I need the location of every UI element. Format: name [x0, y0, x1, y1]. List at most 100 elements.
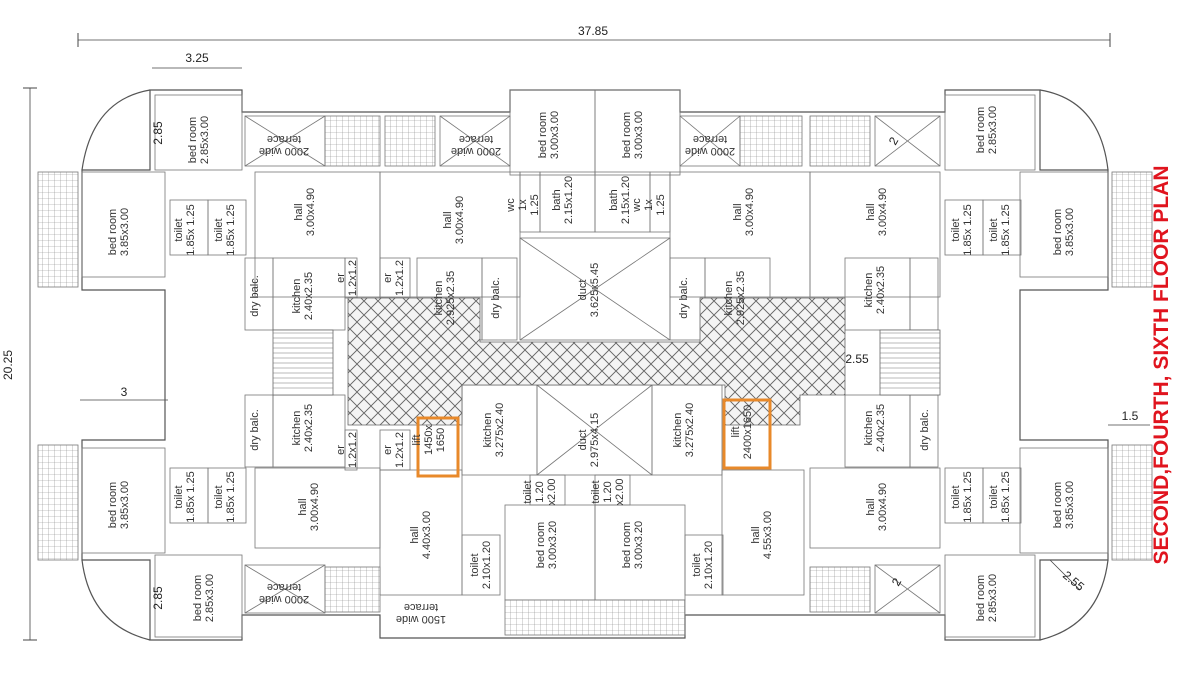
room-label-line: hall — [865, 498, 877, 515]
room-label-lift-l: lift1450x1650 — [411, 425, 447, 455]
room-label-line: 2.10x1.20 — [481, 541, 493, 589]
room-label-dry-balc-rb: dry balc. — [919, 409, 931, 451]
room-label-line: dry balc. — [919, 409, 931, 451]
room-label-line: x2.00 — [546, 479, 558, 506]
dim-overall-depth: 20.25 — [1, 350, 15, 380]
dim-top-left-width: 3.25 — [185, 51, 209, 65]
room-label-line: terrace — [404, 601, 438, 613]
room-label-line: toilet — [988, 218, 1000, 241]
room-label-line: 2400x1650 — [742, 405, 754, 459]
room-label-line: 1.85x 1.25 — [1000, 204, 1012, 255]
room-label-line: 1450x — [423, 425, 435, 455]
room-label-line: 2000 wide — [685, 145, 735, 157]
room-label-bed-bl: bed room2.85x3.00 — [192, 574, 216, 622]
room-label-hall-ct-left: hall3.00x4.90 — [442, 196, 466, 244]
room-label-line: bed room — [621, 522, 633, 568]
room-label-bed-br: bed room2.85x3.00 — [975, 574, 999, 622]
room-label-bath-tl: bath2.15x1.20 — [551, 176, 575, 224]
room-label-line: bed room — [107, 209, 119, 255]
room-label-toilet-rb2: toilet1.85x 1.25 — [988, 471, 1012, 522]
dim-right-gap: 1.5 — [1122, 409, 1139, 423]
room-label-bed-tc2: bed room3.00x3.00 — [621, 111, 645, 159]
room-label-line: 3.00x3.00 — [549, 111, 561, 159]
room-label-dry-balc-ctr: dry balc. — [678, 277, 690, 319]
room-label-line: duct — [577, 430, 589, 451]
room-label-line: terrace — [267, 581, 301, 593]
room-label-line: duct — [577, 280, 589, 301]
room-label-toilet-rt2: toilet1.85x 1.25 — [988, 204, 1012, 255]
room-label-toilet-cb3: toilet2.10x1.20 — [469, 541, 493, 589]
room-label-line: dry balc. — [249, 275, 261, 317]
dim-tl-small: 2.85 — [151, 121, 165, 145]
room-label-line: 3.625x5.45 — [589, 263, 601, 317]
room-label-line: bed room — [537, 112, 549, 158]
room-label-line: er — [382, 273, 394, 283]
room-label-dry-balc-lt: dry balc. — [249, 275, 261, 317]
room-label-line: 1x — [643, 199, 655, 211]
room-label-line: 2.85x3.00 — [199, 116, 211, 164]
room-label-line: dry balc. — [678, 277, 690, 319]
room-label-line: bath — [551, 189, 563, 210]
room-label-line: 1650 — [435, 428, 447, 452]
room-label-line: 3.85x3.00 — [1064, 208, 1076, 256]
room-label-line: bath — [608, 189, 620, 210]
room-label-terrace-tr: 2000 wideterrace — [685, 133, 735, 157]
room-label-kitchen-cb-l: kitchen3.275x2.40 — [482, 403, 506, 457]
room-label-hall-ct-right: hall3.00x4.90 — [732, 188, 756, 236]
room-label-line: 2.15x1.20 — [620, 176, 632, 224]
room-label-hall-lt: hall3.00x4.90 — [293, 188, 317, 236]
room-label-duct-bottom: duct2.975x4.15 — [577, 413, 601, 467]
lobby — [272, 297, 941, 426]
room-label-line: toilet — [469, 553, 481, 576]
room-label-hall-cb-r: hall4.55x3.00 — [750, 511, 774, 559]
room-label-er-lb2: er1.2x1.2 — [382, 432, 406, 468]
room-label-wc-tl: wc1x1.25 — [505, 194, 541, 215]
dim-square-top: 2 — [886, 134, 902, 147]
room-label-line: toilet — [590, 480, 602, 503]
room-label-line: 2.85x3.00 — [987, 106, 999, 154]
room-label-line: bed room — [187, 117, 199, 163]
dim-right-stair: 2.55 — [845, 352, 869, 366]
room-label-line: 2000 wide — [259, 593, 309, 605]
room-label-bed-right-bottom: bed room3.85x3.00 — [1052, 481, 1076, 529]
room-label-er-lt: er1.2x1.2 — [335, 260, 359, 296]
room-label-line: toilet — [213, 485, 225, 508]
room-label-line: toilet — [950, 218, 962, 241]
room-label-line: 1.20 — [534, 481, 546, 502]
room-label-er-lt2: er1.2x1.2 — [382, 260, 406, 296]
room-label-line: 3.00x4.90 — [744, 188, 756, 236]
room-label-line: hall — [442, 211, 454, 228]
room-label-line: kitchen — [482, 413, 494, 448]
lift-left-outline — [416, 416, 460, 478]
room-label-duct-top: duct3.625x5.45 — [577, 263, 601, 317]
room-label-terrace-tl: 2000 wideterrace — [259, 133, 309, 157]
room-label-line: 1500 wide — [396, 613, 446, 625]
room-label-kitchen-lb: kitchen2.40x2.35 — [291, 404, 315, 452]
room-label-line: er — [335, 445, 347, 455]
room-label-line: 4.40x3.00 — [421, 511, 433, 559]
room-label-line: terrace — [459, 133, 493, 145]
room-label-dry-balc-lb: dry balc. — [249, 409, 261, 451]
room-label-er-lb: er1.2x1.2 — [335, 432, 359, 468]
room-label-line: 3.85x3.00 — [119, 208, 131, 256]
room-label-hall-lb: hall3.00x4.90 — [297, 483, 321, 531]
room-label-line: wc — [505, 198, 517, 213]
room-label-line: x2.00 — [614, 479, 626, 506]
room-label-toilet-cb2: toilet1.20x2.00 — [590, 479, 626, 506]
room-label-bed-tl: bed room2.85x3.00 — [187, 116, 211, 164]
room-label-line: kitchen — [723, 281, 735, 316]
lift-right-outline — [722, 398, 772, 470]
room-label-toilet-cb1: toilet1.20x2.00 — [522, 479, 558, 506]
room-label-line: 3.00x3.20 — [633, 521, 645, 569]
dim-square-bottom: 2 — [889, 575, 905, 588]
room-label-line: bed room — [535, 522, 547, 568]
dimension-lines — [23, 33, 1150, 641]
room-label-line: 2.40x2.35 — [875, 266, 887, 314]
room-label-terrace-tc: 2000 wideterrace — [451, 133, 501, 157]
room-label-line: kitchen — [291, 279, 303, 314]
room-label-line: 1.2x1.2 — [347, 432, 359, 468]
room-label-line: 2.975x4.15 — [589, 413, 601, 467]
room-label-lift-r: lift2400x1650 — [730, 405, 754, 459]
room-label-line: 1.2x1.2 — [394, 432, 406, 468]
